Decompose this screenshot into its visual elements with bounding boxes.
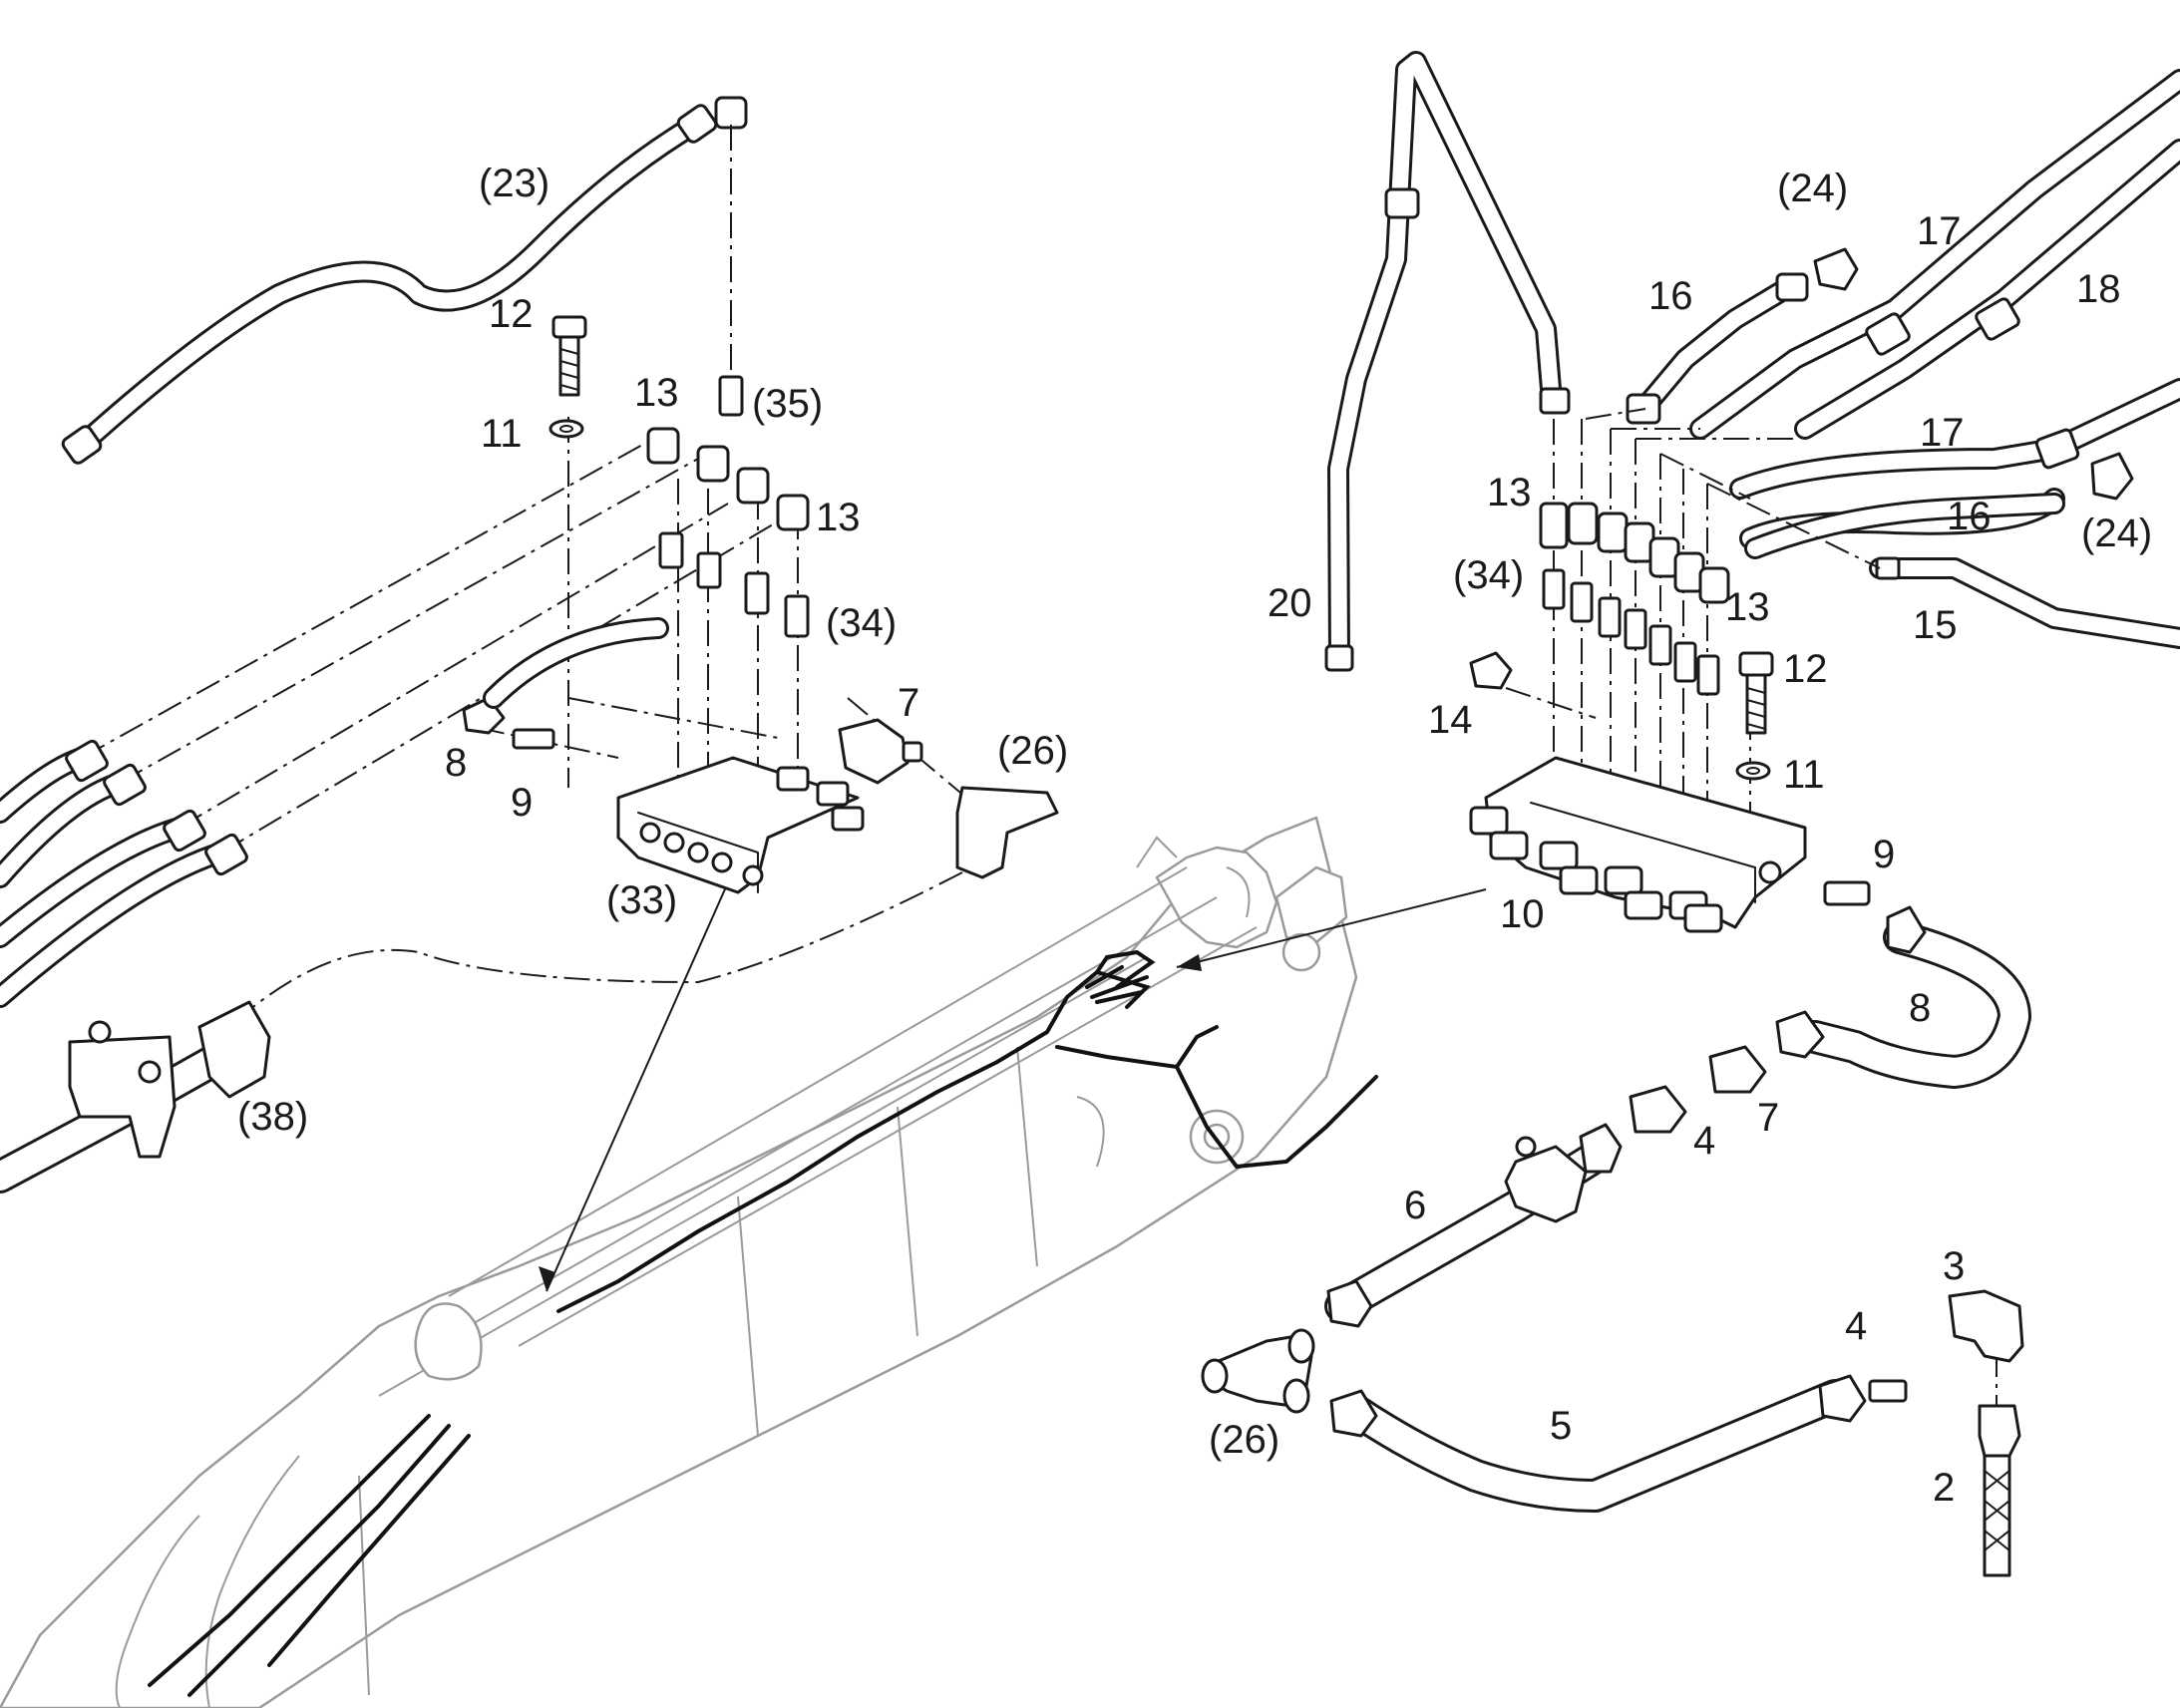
callout-14: 14 xyxy=(1428,698,1473,742)
callout-7: 7 xyxy=(1757,1096,1779,1140)
tee-26-bottom xyxy=(1201,1328,1315,1414)
callout-23: (23) xyxy=(479,162,549,205)
callout-2: 2 xyxy=(1933,1466,1955,1510)
callout-4: 4 xyxy=(1693,1119,1715,1163)
left-lines xyxy=(0,739,248,1008)
left-manifold-33 xyxy=(616,756,865,894)
callout-11: 11 xyxy=(481,412,523,456)
callout-12: 12 xyxy=(489,292,534,336)
callout-38: (38) xyxy=(237,1095,308,1139)
tube-20 xyxy=(1324,51,1571,672)
callout-9: 9 xyxy=(511,781,533,825)
left-hose-23 xyxy=(61,96,748,465)
callout-17: 17 xyxy=(1920,411,1965,455)
callout-13: 13 xyxy=(634,371,679,415)
left-bolt-12 xyxy=(548,315,587,439)
callout-17: 17 xyxy=(1917,209,1962,253)
callout-13: 13 xyxy=(816,496,861,539)
callout-18: 18 xyxy=(2076,267,2121,311)
callout-15: 15 xyxy=(1913,603,1958,647)
callout-7: 7 xyxy=(898,681,919,725)
elbow-3-hose-2 xyxy=(1948,1289,2024,1577)
right-hose-16 xyxy=(1626,247,2134,559)
right-fittings xyxy=(1469,502,1730,696)
callout-4: 4 xyxy=(1845,1304,1867,1348)
right-hose-8 xyxy=(1629,880,2031,1134)
callout-6: 6 xyxy=(1404,1184,1426,1227)
callout-5: 5 xyxy=(1550,1404,1572,1448)
callout-34: (34) xyxy=(826,601,897,645)
excavator-boom xyxy=(0,816,1358,1708)
tube-6 xyxy=(1324,1123,1623,1328)
callout-3: 3 xyxy=(1943,1244,1965,1288)
callout-16: 16 xyxy=(1947,495,1992,538)
callout-16: 16 xyxy=(1648,274,1693,318)
right-manifold-10 xyxy=(1469,756,1807,933)
callout-20: 20 xyxy=(1268,581,1312,625)
callout-8: 8 xyxy=(1909,986,1931,1030)
boom-harness xyxy=(148,949,1378,1697)
callout-13: 13 xyxy=(1487,471,1532,514)
callout-13: 13 xyxy=(1725,585,1770,629)
callout-24: (24) xyxy=(2081,512,2152,555)
callout-9: 9 xyxy=(1873,833,1895,876)
callout-8: 8 xyxy=(445,741,467,785)
callout-12: 12 xyxy=(1783,647,1828,691)
callout-11: 11 xyxy=(1783,753,1825,797)
callout-35: (35) xyxy=(752,382,823,426)
callout-33: (33) xyxy=(606,878,677,922)
left-fittings xyxy=(646,375,810,638)
right-lines-17-18 xyxy=(1689,69,2180,649)
left-items-7-8-9 xyxy=(462,617,1059,879)
callout-24: (24) xyxy=(1777,167,1848,210)
callout-26: (26) xyxy=(997,729,1068,773)
hose-5 xyxy=(1329,1374,1908,1513)
callout-26: (26) xyxy=(1209,1418,1279,1462)
location-leaders xyxy=(539,881,1487,1292)
callout-labels: (23) 12 11 13 (35) 13 (34) 7 (26) 8 9 (3… xyxy=(237,162,2152,1510)
right-bolt-12 xyxy=(1735,651,1774,781)
callout-10: 10 xyxy=(1500,892,1545,936)
clamp-bar-38 xyxy=(0,1000,271,1194)
callout-34: (34) xyxy=(1453,553,1524,597)
